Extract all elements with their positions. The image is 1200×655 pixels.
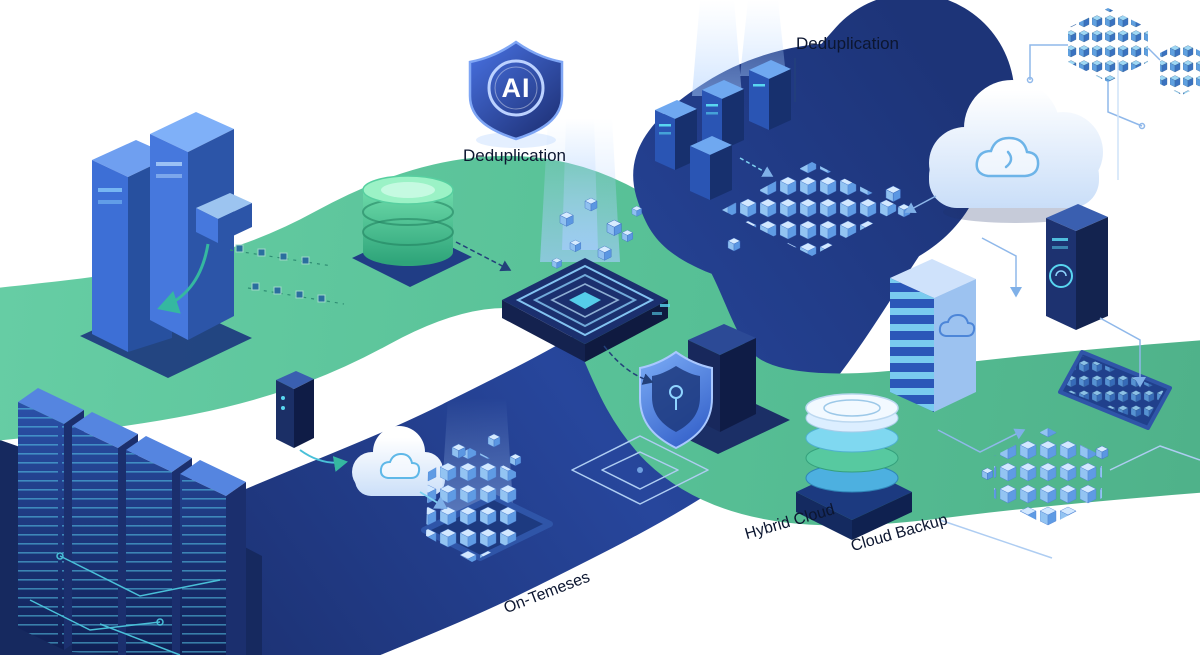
tower-server-right (1046, 204, 1108, 330)
backup-database-icon (796, 393, 912, 540)
small-edge-device (276, 371, 348, 472)
chip-icon (502, 258, 670, 362)
data-packets (229, 244, 345, 305)
label-deduplication-center: Deduplication (463, 146, 567, 165)
server-icon (702, 80, 744, 150)
cube-grid-icon (722, 162, 911, 256)
ai-badge-text: AI (502, 73, 531, 103)
shield-lock-icon (639, 324, 790, 454)
label-deduplication-top: Deduplication (796, 34, 900, 53)
striped-server (890, 259, 976, 412)
database-icon (352, 175, 472, 287)
cloud-icon-small (352, 426, 445, 496)
cube-cluster-topright (1026, 8, 1200, 130)
cube-cluster-bottomright (981, 428, 1109, 526)
data-beam-center (540, 118, 642, 269)
outline-frames (571, 435, 1200, 559)
machine-flow-arrow (157, 243, 210, 314)
on-prem-machine (80, 112, 252, 378)
cloud-icon (929, 80, 1103, 223)
server-rack-icon (180, 460, 246, 655)
server-rack-cluster (18, 388, 246, 655)
server-icon (690, 136, 732, 200)
circuit-lines-bottomleft (29, 552, 221, 655)
mini-server-group (655, 0, 791, 200)
dedup-cubes-left (421, 398, 553, 562)
server-icon (749, 60, 791, 130)
connection-lines (29, 58, 1146, 655)
ai-shield-icon: AI (468, 40, 564, 148)
